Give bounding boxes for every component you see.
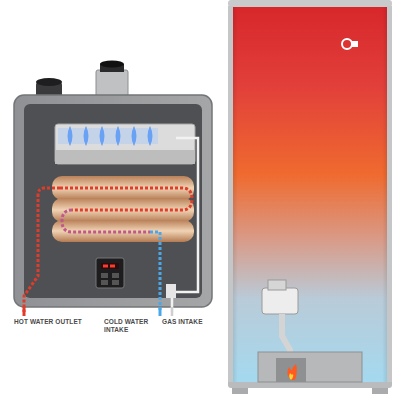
valve-knob xyxy=(268,280,286,290)
button xyxy=(101,280,108,285)
tank-top xyxy=(228,0,392,7)
burner-housing xyxy=(55,124,195,164)
flue-pipe xyxy=(96,70,128,98)
burner-flame xyxy=(287,364,296,380)
tank-shading xyxy=(228,4,392,382)
leader-line xyxy=(23,307,26,316)
button xyxy=(112,273,119,278)
burner-flame xyxy=(289,373,293,380)
display xyxy=(101,263,119,269)
flame-glow xyxy=(58,128,158,144)
display-digit xyxy=(110,265,115,268)
control-panel xyxy=(96,258,124,288)
vent xyxy=(36,61,128,99)
callout-label: COLD WATER INTAKE xyxy=(104,318,152,333)
burner-chamber xyxy=(258,352,362,382)
flue-opening xyxy=(100,61,124,68)
button xyxy=(112,280,119,285)
tankless-casing xyxy=(14,95,212,307)
vent-opening xyxy=(36,78,62,86)
cold-water-path xyxy=(150,232,160,312)
tank-edge xyxy=(387,6,392,382)
logo-mark xyxy=(352,41,358,47)
casing-interior xyxy=(24,104,202,298)
gas-control-valve xyxy=(262,288,298,314)
gas-valve xyxy=(166,284,176,298)
burner-opening xyxy=(276,358,306,382)
callout-label: HOT WATER OUTLET xyxy=(14,318,82,326)
leader-line xyxy=(171,307,174,316)
leader-line xyxy=(159,307,162,316)
logo-mark xyxy=(342,39,352,49)
hot-water-path xyxy=(60,188,192,210)
tank-edge xyxy=(228,6,233,382)
callout-label: GAS INTAKE xyxy=(162,318,203,326)
tank-body xyxy=(228,4,392,382)
burner-base xyxy=(55,150,195,164)
hot-water-outlet-path xyxy=(24,188,60,312)
warming-water-path xyxy=(62,210,150,232)
button xyxy=(101,273,108,278)
display-digit xyxy=(103,265,108,268)
